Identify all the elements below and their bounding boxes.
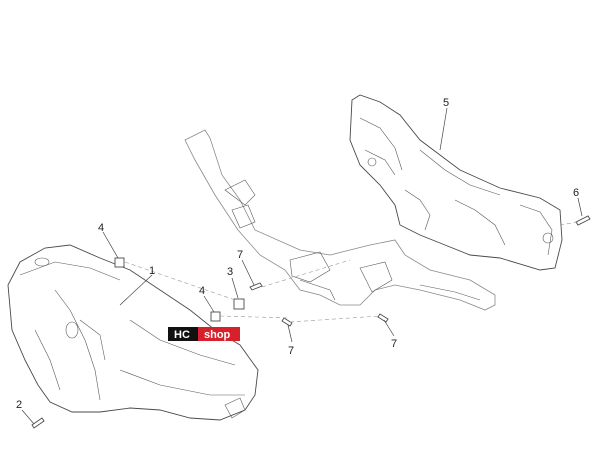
handlebar-frame xyxy=(184,129,496,311)
callout-7-b: 7 xyxy=(288,345,294,357)
front-handlebar-cover xyxy=(7,244,259,421)
screw-part-6 xyxy=(575,215,591,226)
callout-4-lower: 4 xyxy=(199,285,205,297)
watermark-hc: HC xyxy=(174,329,190,341)
screw-part-2 xyxy=(31,417,45,429)
screw-part-7-b xyxy=(281,317,293,327)
alignment-lines xyxy=(124,221,579,323)
watermark-shop: shop xyxy=(204,329,231,341)
screw-part-7-a xyxy=(249,282,263,291)
callout-4-upper: 4 xyxy=(98,222,104,234)
callout-2: 2 xyxy=(16,399,22,411)
hc-shop-watermark: HC shop xyxy=(168,327,240,341)
rear-handlebar-cover xyxy=(349,94,563,271)
clip-part-4-lower xyxy=(210,311,221,322)
callout-3: 3 xyxy=(227,266,233,278)
callout-7-a: 7 xyxy=(237,249,243,261)
screw-part-7-c xyxy=(377,313,389,323)
leader-lines xyxy=(21,107,583,425)
callout-1: 1 xyxy=(149,265,155,277)
callout-7-c: 7 xyxy=(391,338,397,350)
clip-part-4-upper xyxy=(114,257,125,268)
clip-part-3 xyxy=(233,298,245,310)
callout-6: 6 xyxy=(573,187,579,199)
callout-5: 5 xyxy=(443,97,449,109)
